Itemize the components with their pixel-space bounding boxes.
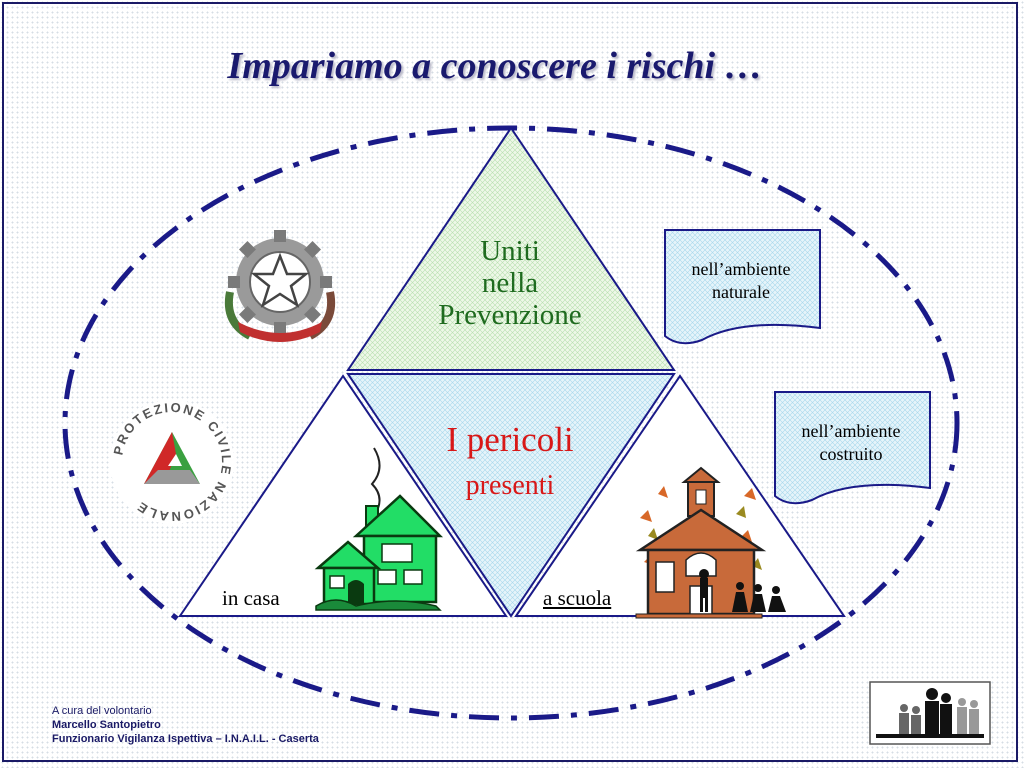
school-building-icon bbox=[635, 466, 786, 619]
slide-title: Impariamo a conoscere i rischi … bbox=[227, 45, 763, 87]
unity-prevention-text: Uniti nella Prevenzione bbox=[395, 235, 625, 332]
note-built-shape bbox=[774, 391, 931, 505]
family-pictogram-icon bbox=[869, 681, 991, 745]
footer-line-3: Funzionario Vigilanza Ispettiva – I.N.A.… bbox=[52, 733, 319, 745]
hazards-title: I pericoli bbox=[446, 420, 574, 459]
footer-line-1: A cura del volontario bbox=[52, 705, 152, 717]
note-built-line-1: nell’ambiente bbox=[801, 421, 901, 441]
note-natural-shape bbox=[664, 229, 821, 345]
unity-line-1: Uniti bbox=[480, 235, 540, 267]
green-house-icon bbox=[314, 447, 444, 611]
unity-line-3: Prevenzione bbox=[438, 298, 582, 331]
note-natural: nell’ambiente naturale bbox=[668, 258, 814, 303]
footer-credits: A cura del volontario Marcello Santopiet… bbox=[52, 704, 319, 746]
triangle-top bbox=[346, 126, 676, 371]
hazards-subtitle: presenti bbox=[465, 470, 555, 501]
footer-line-2: Marcello Santopietro bbox=[52, 719, 161, 731]
italian-republic-emblem-icon bbox=[225, 230, 335, 342]
school-label[interactable]: a scuola bbox=[543, 586, 612, 610]
home-label: in casa bbox=[222, 586, 280, 610]
note-natural-line-1: nell’ambiente bbox=[691, 259, 791, 279]
triangle-center bbox=[346, 373, 676, 618]
protezione-civile-logo-icon: PROTEZIONE CIVILE NAZIONALE bbox=[110, 400, 234, 524]
note-natural-line-2: naturale bbox=[712, 281, 770, 302]
note-built: nell’ambiente costruito bbox=[778, 420, 924, 465]
unity-line-2: nella bbox=[481, 266, 539, 299]
note-built-line-2: costruito bbox=[819, 443, 883, 464]
